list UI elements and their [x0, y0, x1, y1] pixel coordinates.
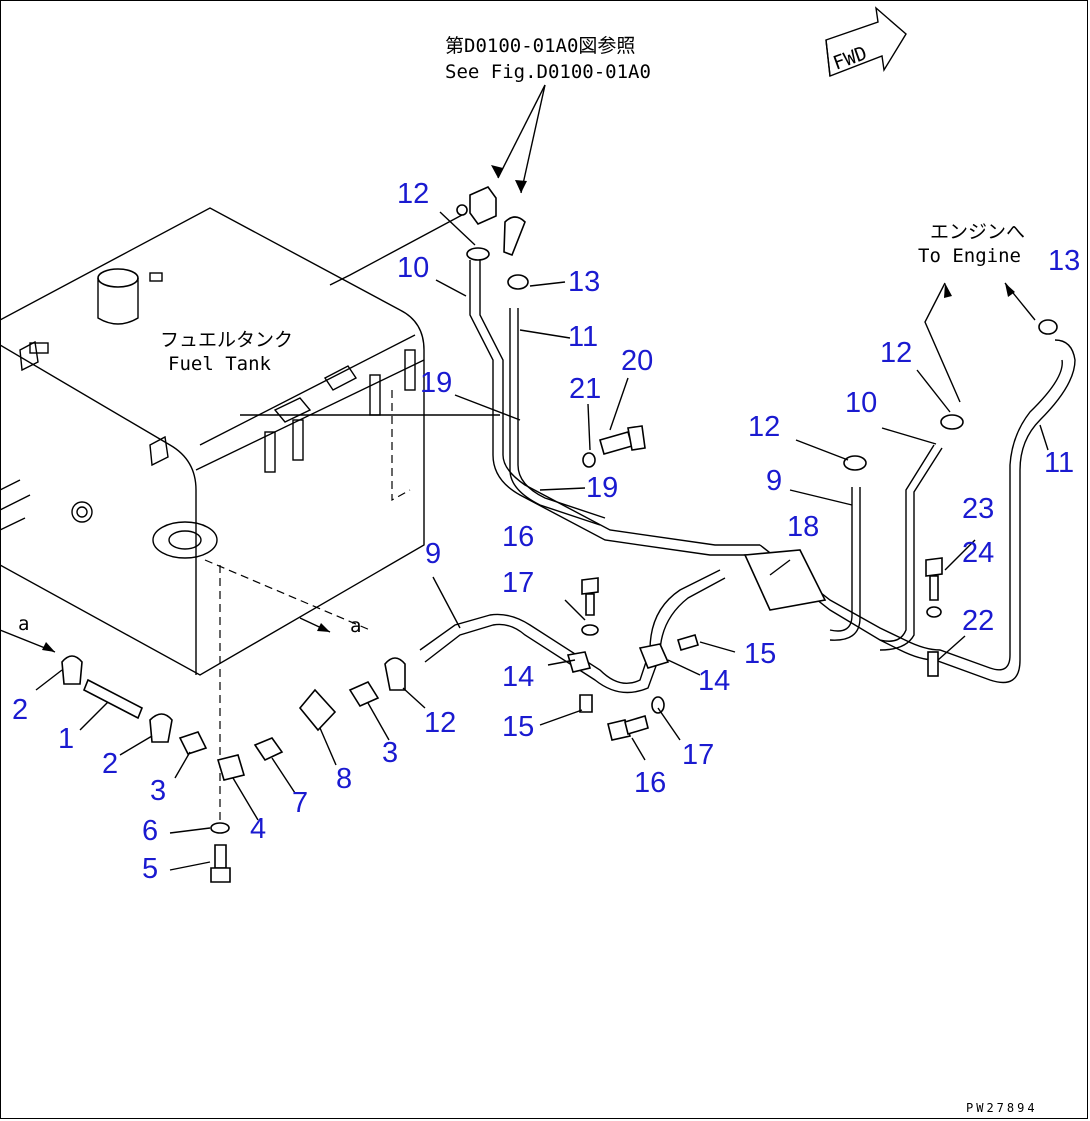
callout-label: 11	[568, 321, 598, 353]
callout-label: 12	[880, 337, 912, 369]
tank-label-en: Fuel Tank	[168, 353, 272, 375]
callout-label: 13	[568, 266, 600, 298]
callout-label: 14	[502, 661, 534, 693]
callout-label: 11	[1044, 447, 1074, 479]
callout-label: 16	[502, 521, 534, 553]
reference-jp: 第D0100-01A0図参照	[445, 35, 635, 57]
callout-label: 10	[397, 252, 429, 284]
callout-label: 20	[621, 345, 653, 377]
fwd-arrow	[825, 6, 907, 77]
callout-label: 19	[420, 367, 452, 399]
callout-label: 1	[58, 723, 74, 755]
callout-label: 15	[502, 711, 534, 743]
callout-label: 23	[962, 493, 994, 525]
callout-label: 16	[634, 767, 666, 799]
callout-label: 12	[748, 411, 780, 443]
callout-label: 6	[142, 815, 158, 847]
callout-label: 7	[292, 787, 308, 819]
callout-label: 17	[502, 567, 534, 599]
callout-label: 9	[425, 538, 441, 570]
callout-label: 2	[12, 694, 28, 726]
callout-label: 13	[1048, 245, 1080, 277]
reference-en: See Fig.D0100-01A0	[445, 61, 651, 83]
callout-label: 19	[586, 472, 618, 504]
callout-label: 12	[397, 178, 429, 210]
callout-label: 15	[744, 638, 776, 670]
engine-label-jp: エンジンへ	[930, 221, 1025, 243]
reference-leaders	[240, 84, 546, 416]
hose-lines	[419, 260, 1076, 694]
drawing-code: PW27894	[966, 1101, 1038, 1115]
loose-parts	[61, 319, 1058, 883]
callout-label: 21	[569, 373, 601, 405]
callout-label: 17	[682, 739, 714, 771]
callout-label: 12	[424, 707, 456, 739]
callout-label: 18	[787, 511, 819, 543]
callout-label: 9	[766, 465, 782, 497]
fwd-label: FWD	[830, 42, 870, 74]
callout-label: 4	[250, 813, 266, 845]
upper-fittings	[456, 186, 529, 290]
engine-arrows	[924, 282, 1036, 403]
marker-arrows	[0, 617, 331, 653]
callout-label: 24	[962, 537, 994, 569]
callout-label: 22	[962, 605, 994, 637]
callout-leaders	[35, 211, 1049, 871]
callout-label: 3	[150, 775, 166, 807]
callout-label: 2	[102, 748, 118, 780]
callout-label: 5	[142, 853, 158, 885]
fuel-tank-drawing	[0, 207, 425, 820]
callout-label: 14	[698, 665, 730, 697]
tank-label-jp: フュエルタンク	[160, 329, 293, 351]
marker-a-right: a	[350, 615, 361, 637]
engine-label-en: To Engine	[918, 245, 1021, 267]
callout-label: 3	[382, 737, 398, 769]
callout-label: 10	[845, 387, 877, 419]
marker-a-left: a	[18, 613, 29, 635]
callout-label: 8	[336, 763, 352, 795]
